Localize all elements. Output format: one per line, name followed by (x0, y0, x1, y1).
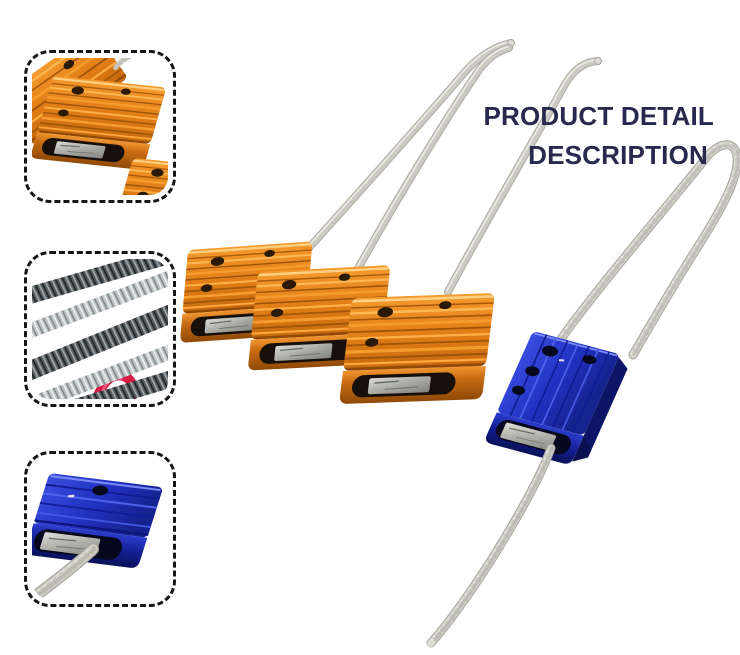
wire-strand (32, 259, 168, 304)
section-title: PRODUCT DETAIL DESCRIPTION (483, 97, 714, 175)
main-orange-seal (32, 76, 166, 170)
wire-strand (74, 371, 168, 399)
blue-seal (484, 331, 633, 469)
cable-loop (556, 140, 740, 360)
cable-tail (426, 443, 556, 648)
cable-to-seal-3 (444, 57, 602, 296)
steel-cable-closeup-image (32, 259, 168, 399)
orange-seal-closeup-image (32, 58, 168, 195)
blue-seal-cable (32, 543, 100, 599)
orange-seal-3 (339, 293, 495, 404)
cable-stub (113, 58, 134, 71)
wire-strand (32, 344, 168, 399)
cable-to-seal-2 (350, 44, 513, 280)
title-line-1: PRODUCT DETAIL (483, 101, 714, 131)
gallery-thumbnail-blue-seal[interactable] (24, 451, 176, 607)
blue-seal-body (32, 473, 162, 568)
wire-strand (32, 270, 168, 339)
gallery-thumbnail-orange-seal[interactable] (24, 50, 176, 203)
title-line-2: DESCRIPTION (528, 140, 708, 170)
wire-strand (32, 304, 168, 381)
blue-seal-closeup-image (32, 473, 162, 599)
cable-to-seal-1 (294, 39, 515, 264)
gallery-thumbnail-steel-cable[interactable] (24, 251, 176, 407)
